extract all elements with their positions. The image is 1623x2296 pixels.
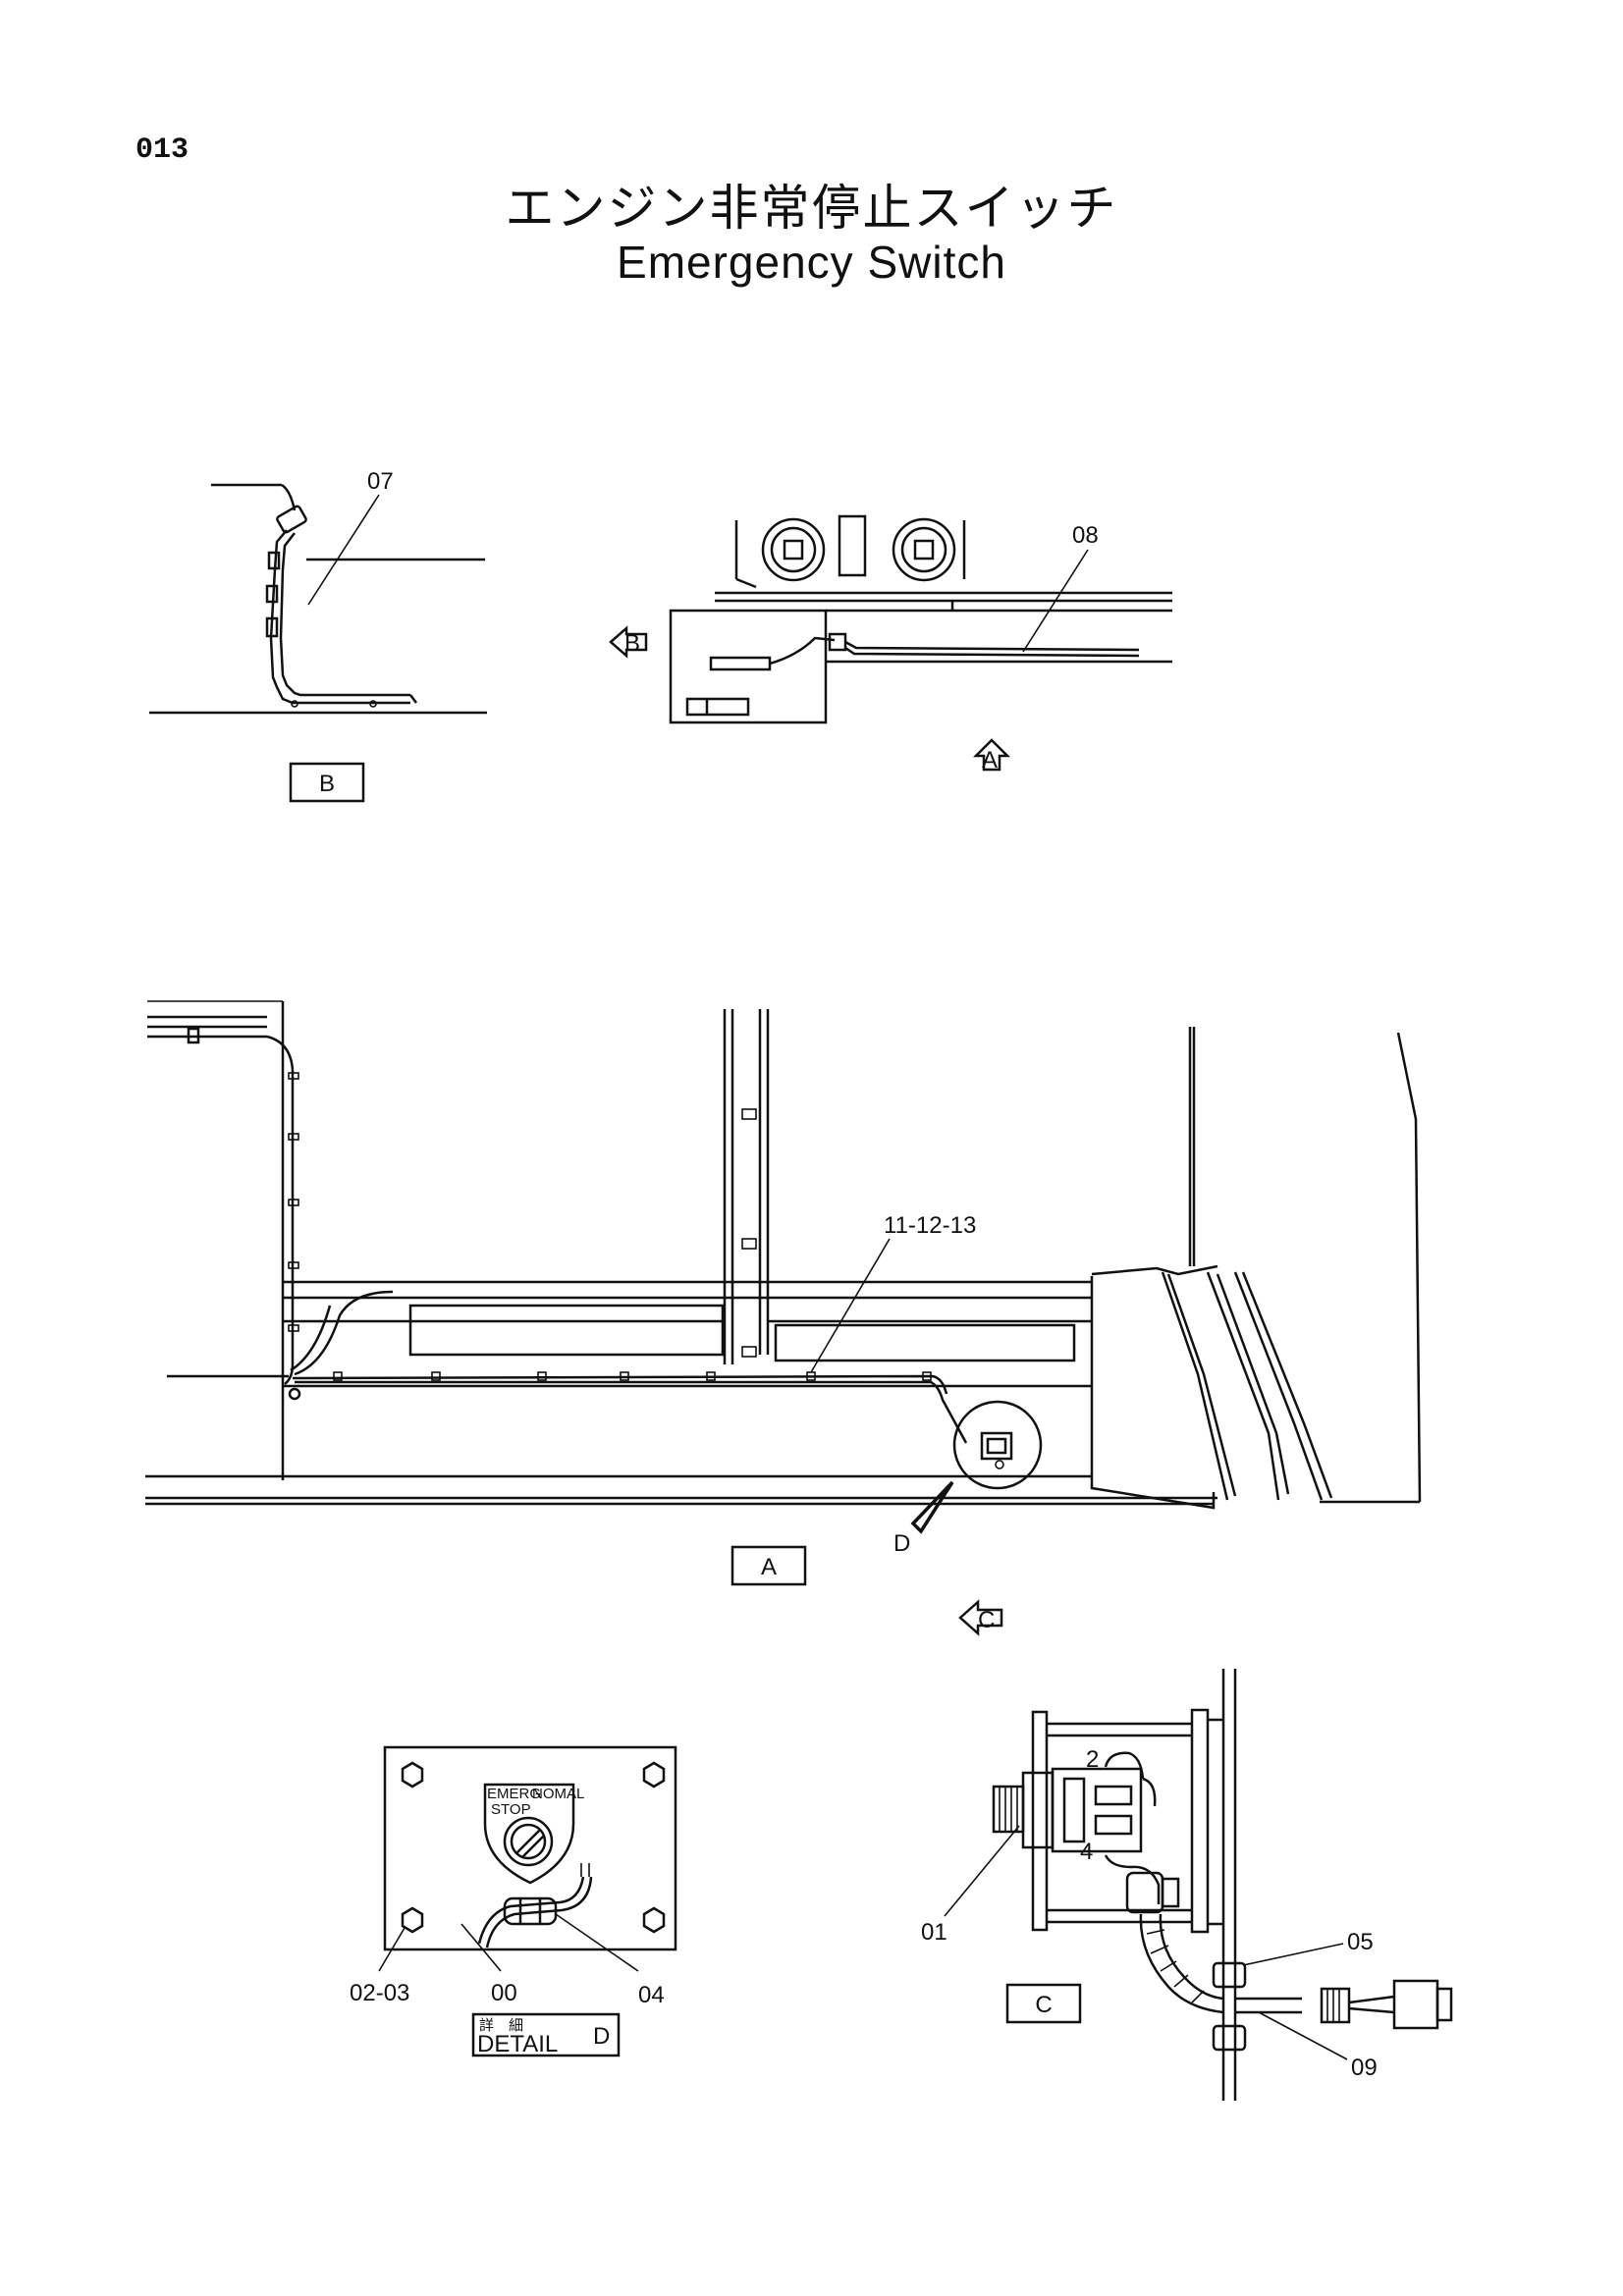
title-english: Emergency Switch [617, 237, 1006, 288]
view-a-main-drawing: 11-12-13 D A C [145, 1000, 1422, 1636]
callout-09: 09 [1351, 2055, 1378, 2081]
terminal-4: 4 [1080, 1839, 1093, 1865]
view-arrow-a: A [982, 747, 998, 774]
view-label-c: C [1035, 1992, 1052, 2018]
view-label-b: B [319, 771, 335, 797]
view-c-drawing: 2 4 01 05 09 [921, 1669, 1453, 2101]
detail-label-letter: D [593, 2023, 610, 2050]
callout-01: 01 [921, 1919, 947, 1946]
callout-07: 07 [367, 468, 394, 495]
terminal-2: 2 [1086, 1746, 1099, 1773]
callout-05: 05 [1347, 1929, 1374, 1955]
callout-00: 00 [491, 1980, 517, 2006]
callout-11-12-13: 11-12-13 [884, 1212, 976, 1239]
callout-08: 08 [1072, 522, 1099, 549]
detail-label-en: DETAIL [477, 2031, 558, 2057]
title-japanese: エンジン非常停止スイッチ [505, 180, 1118, 237]
view-arrow-c: C [978, 1607, 995, 1633]
view-label-a: A [761, 1554, 777, 1580]
panel-label-emerg: EMERG [487, 1786, 541, 1802]
view-a-top-drawing: 08 B A [609, 514, 1172, 774]
detail-label-ja: 詳 細 [479, 2017, 523, 2034]
detail-d-drawing: EMERG NOMAL STOP 02-03 00 04 詳 細 DETAIL … [350, 1745, 677, 2057]
panel-label-stop: STOP [491, 1801, 531, 1818]
view-arrow-b: B [624, 630, 640, 657]
view-b-drawing: 07 B [149, 468, 487, 803]
panel-label-normal: NOMAL [532, 1786, 584, 1802]
page-number: 013 [135, 133, 189, 167]
callout-04: 04 [638, 1982, 665, 2008]
callout-02-03: 02-03 [350, 1980, 409, 2006]
view-arrow-d: D [893, 1530, 910, 1557]
